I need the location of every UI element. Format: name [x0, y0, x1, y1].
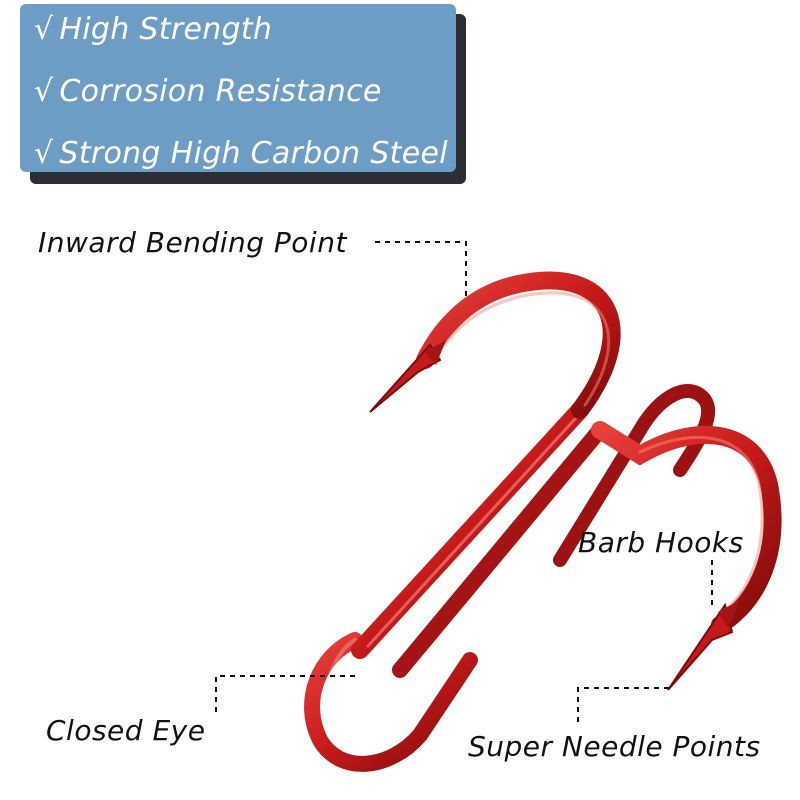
- feature-text: Corrosion Resistance: [59, 74, 382, 109]
- feature-item-corrosion-resistance: √Corrosion Resistance: [34, 72, 382, 112]
- callout-super-needle-points: Super Needle Points: [468, 730, 761, 763]
- check-icon: √: [34, 74, 54, 109]
- callout-leader-lines: [215, 241, 713, 722]
- leader-inward-bending-point: [375, 241, 467, 296]
- feature-panel: √High Strength √Corrosion Resistance √St…: [20, 4, 456, 172]
- hook-shank-icon: [351, 401, 608, 678]
- leader-super-needle-points: [577, 687, 670, 722]
- feature-item-high-strength: √High Strength: [34, 10, 272, 50]
- feature-item-carbon-steel: √Strong High Carbon Steel: [34, 134, 448, 174]
- closed-eye-icon: [304, 632, 478, 772]
- feature-text: Strong High Carbon Steel: [59, 136, 448, 171]
- barb-hook-icon: [591, 421, 782, 691]
- callout-inward-bending-point: Inward Bending Point: [38, 226, 347, 259]
- leader-closed-eye: [215, 675, 360, 712]
- callout-barb-hooks: Barb Hooks: [578, 526, 744, 559]
- callout-closed-eye: Closed Eye: [46, 714, 206, 747]
- top-hook-icon: [369, 271, 621, 419]
- feature-text: High Strength: [59, 12, 273, 47]
- check-icon: √: [34, 12, 54, 47]
- check-icon: √: [34, 136, 54, 171]
